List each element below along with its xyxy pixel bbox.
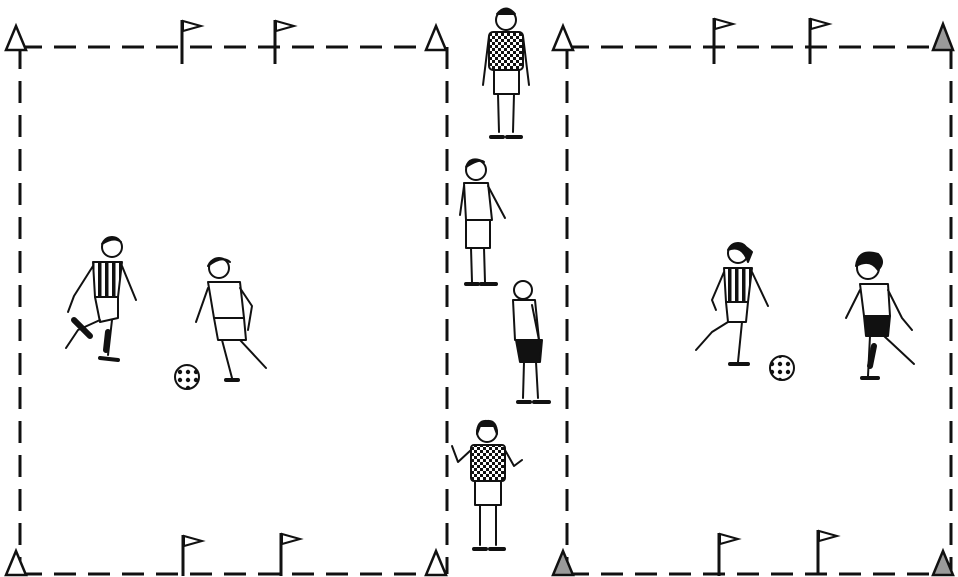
player-center-2 (460, 159, 505, 284)
player-right-striped (696, 243, 768, 364)
player-right-plain (846, 253, 914, 379)
ball-icon (770, 356, 794, 380)
cone-icon (426, 26, 446, 50)
flag-icon (281, 533, 300, 576)
player-left-striped (66, 237, 136, 360)
flag-icon (182, 20, 201, 64)
player-center-3 (513, 281, 549, 402)
player-center-1 (483, 9, 529, 138)
cone-icon (553, 26, 573, 50)
player-left-plain (196, 258, 266, 380)
cone-icon (6, 26, 26, 50)
cone-icon (933, 24, 953, 50)
right-field-boundary (567, 47, 951, 574)
flag-icon (818, 530, 837, 574)
flag-icon (275, 20, 294, 64)
cone-icon (426, 551, 446, 575)
cone-icon (6, 551, 26, 575)
flag-icon (719, 533, 738, 576)
player-center-4 (452, 421, 522, 549)
cone-icon (553, 551, 573, 575)
ball-icon (175, 365, 199, 389)
flag-icon (183, 535, 202, 576)
flag-icon (714, 18, 733, 64)
flag-icon (810, 18, 829, 64)
